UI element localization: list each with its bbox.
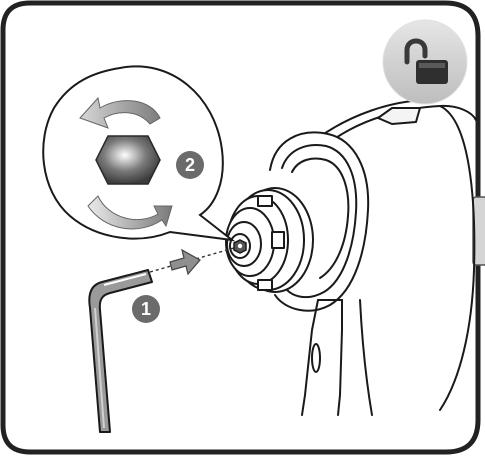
chuck-collar bbox=[225, 187, 314, 293]
hex-socket-icon bbox=[233, 239, 247, 254]
unlock-icon bbox=[382, 19, 468, 105]
step-2-number: 2 bbox=[185, 155, 195, 175]
rotate-arrows-icon bbox=[79, 96, 173, 230]
step-2-badge: 2 bbox=[176, 151, 204, 179]
insert-arrow-icon bbox=[169, 248, 201, 276]
side-tab bbox=[472, 196, 485, 266]
hex-key-icon bbox=[88, 269, 153, 433]
hex-bolt-icon bbox=[95, 135, 161, 185]
step-1-badge: 1 bbox=[132, 295, 160, 323]
step-1-number: 1 bbox=[141, 299, 151, 319]
